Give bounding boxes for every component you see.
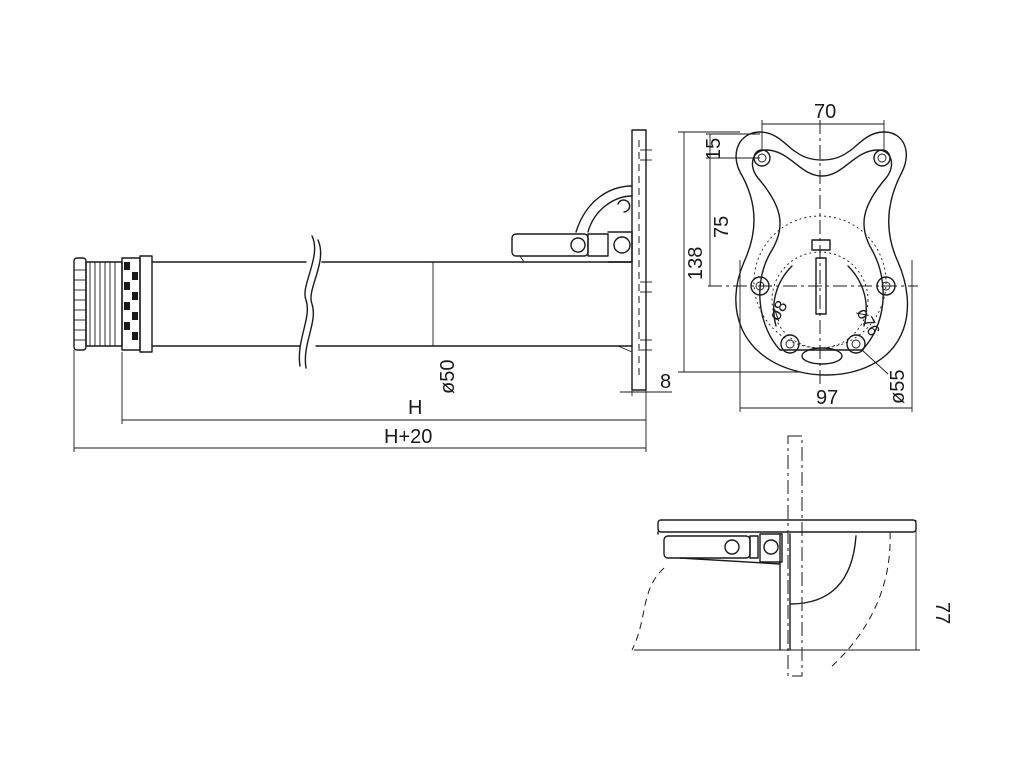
dim-15: 15 xyxy=(703,138,725,160)
dimension-labels: 70 15 75 138 ø8 ø76 97 ø55 ø50 8 H H+20 … xyxy=(384,101,953,624)
section-view xyxy=(631,435,920,677)
dim-77: 77 xyxy=(931,602,953,624)
mounting-plate-side xyxy=(511,129,652,391)
dim-dia-50: ø50 xyxy=(437,360,459,394)
leg-side-view xyxy=(73,129,672,452)
dim-dia-76: ø76 xyxy=(853,305,884,340)
plate-top-view xyxy=(678,120,918,412)
dim-H20: H+20 xyxy=(384,426,432,448)
leveling-foot xyxy=(73,255,153,353)
dim-97: 97 xyxy=(816,387,838,409)
dim-dia-8: ø8 xyxy=(765,297,791,324)
dim-dia-55: ø55 xyxy=(887,370,909,404)
dim-138: 138 xyxy=(685,247,707,280)
dim-8: 8 xyxy=(660,371,671,393)
dim-75: 75 xyxy=(711,216,733,238)
side-dimensions xyxy=(73,261,672,452)
dim-70: 70 xyxy=(814,101,836,123)
dim-H: H xyxy=(408,397,422,419)
leg-tube xyxy=(151,235,633,369)
